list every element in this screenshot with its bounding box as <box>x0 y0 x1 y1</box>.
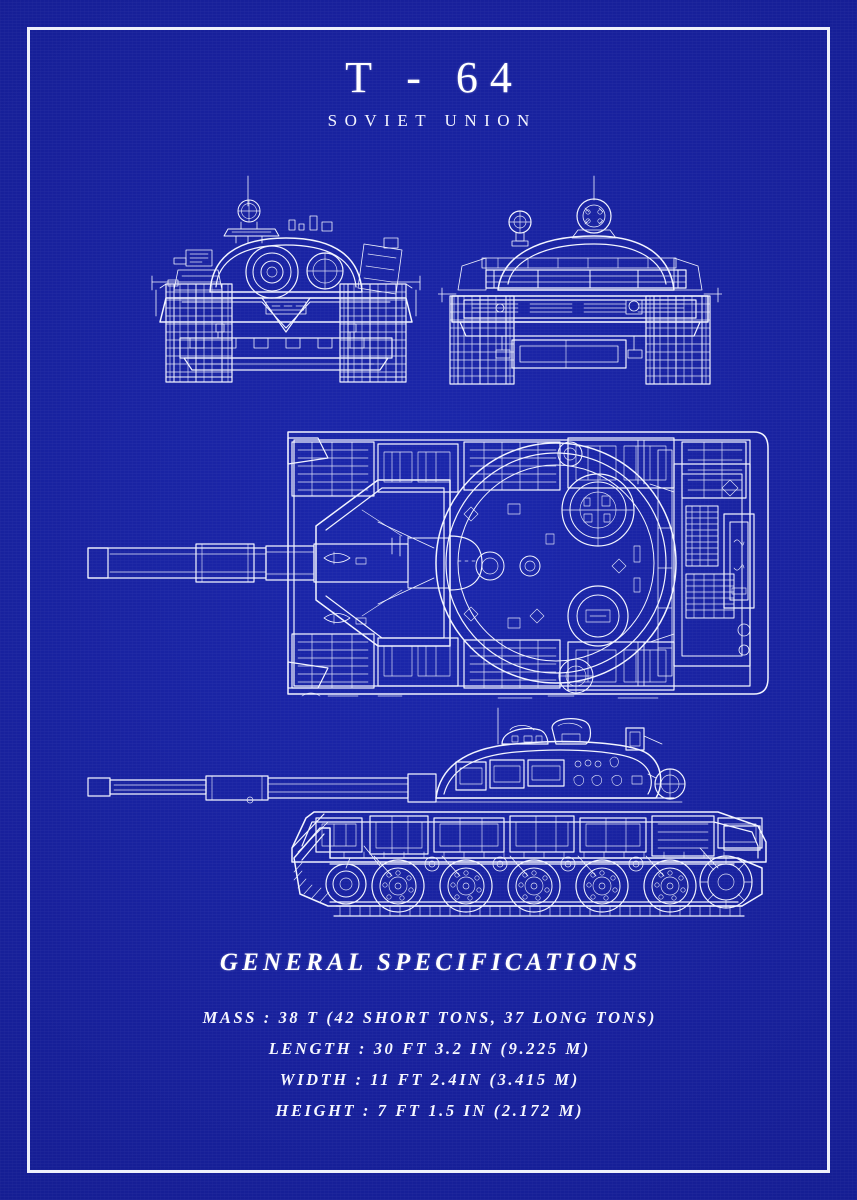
spec-line-length: LENGTH : 30 FT 3.2 IN (9.225 M) <box>268 1039 591 1058</box>
side-view-drawing <box>87 707 767 917</box>
spec-line-width: WIDTH : 11 FT 2.4IN (3.415 M) <box>279 1070 580 1089</box>
rear-view <box>438 172 722 394</box>
specifications-section: GENERAL SPECIFICATIONS MASS : 38 T (42 S… <box>0 946 857 1126</box>
spec-line-height: HEIGHT : 7 FT 1.5 IN (2.172 M) <box>275 1101 585 1120</box>
poster-subtitle: SOVIET UNION <box>327 111 537 130</box>
front-view-drawing <box>151 175 421 383</box>
spec-line-mass: MASS : 38 T (42 SHORT TONS, 37 LONG TONS… <box>202 1008 657 1027</box>
top-view-drawing <box>87 431 769 699</box>
top-view <box>78 418 780 708</box>
rear-view-drawing <box>438 175 722 385</box>
specifications-list: MASS : 38 T (42 SHORT TONS, 37 LONG TONS… <box>0 1002 857 1126</box>
specifications-heading: GENERAL SPECIFICATIONS <box>219 949 642 976</box>
side-view <box>78 706 780 930</box>
front-view <box>144 172 428 394</box>
poster-title: T - 64 <box>345 53 524 102</box>
poster-header: T - 64 SOVIET UNION <box>0 52 857 134</box>
